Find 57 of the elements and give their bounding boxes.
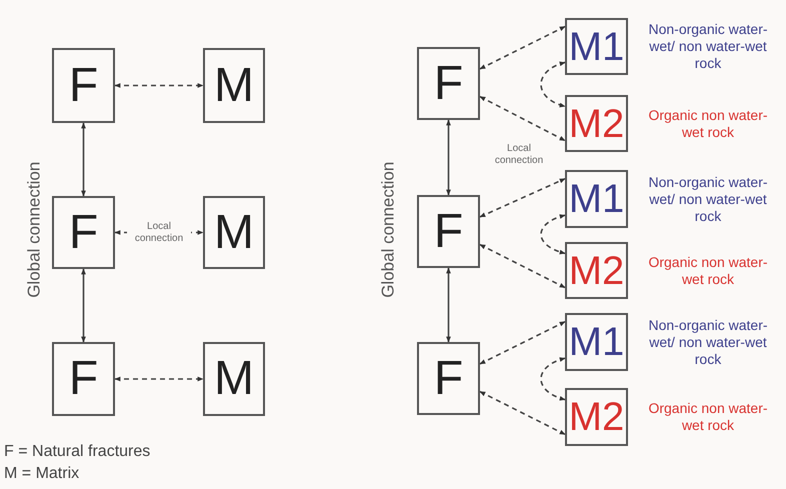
square-box (203, 48, 265, 123)
dashed-arrow (540, 62, 566, 108)
arrow (81, 268, 86, 343)
box-letter: F (68, 62, 98, 110)
arrow (446, 267, 451, 343)
legend-text: M = Matrix (4, 464, 80, 484)
rock-type-caption: Organic non water-wet rock (647, 254, 769, 288)
box-letter: F (434, 208, 464, 256)
box-letter: M1 (568, 26, 624, 66)
square-box (565, 242, 628, 299)
dashed-arrow (540, 357, 566, 400)
dashed-arrow (479, 178, 566, 218)
square-box (203, 196, 265, 269)
box-letter: F (68, 355, 98, 403)
dashed-arrow (479, 96, 566, 142)
box-letter: F (434, 354, 464, 402)
square-box (565, 95, 628, 152)
rock-type-caption: Non-organic water-wet/ non water-wet rock (647, 316, 769, 368)
box-letter: M (214, 355, 254, 403)
square-box (565, 170, 628, 228)
square-box (565, 388, 628, 446)
square-box (52, 342, 115, 416)
box-letter: F (434, 60, 464, 108)
box-letter: M2 (568, 397, 624, 437)
legend-text: F = Natural fractures (4, 442, 152, 462)
square-box (52, 48, 115, 123)
box-letter: M2 (568, 104, 624, 144)
dashed-arrow (479, 244, 566, 288)
dashed-arrow (114, 83, 204, 88)
box-letter: M (214, 62, 254, 110)
arrow (446, 119, 451, 196)
arrow (81, 122, 86, 197)
square-box (417, 47, 480, 120)
square-box (565, 313, 628, 371)
box-letter: M (214, 208, 254, 256)
square-box (203, 342, 265, 416)
dashed-arrow (540, 214, 566, 254)
dashed-arrow (479, 390, 566, 436)
rock-type-caption: Organic non water-wet rock (647, 106, 769, 140)
connection-label: Global connection (23, 160, 44, 300)
rock-type-caption: Organic non water-wet rock (647, 400, 769, 434)
square-box (52, 196, 115, 269)
connection-label: Global connection (377, 160, 398, 300)
box-letter: M1 (568, 322, 624, 362)
box-letter: F (68, 208, 98, 256)
rock-type-caption: Non-organic water-wet/ non water-wet rock (647, 21, 769, 72)
square-box (417, 342, 480, 415)
square-box (417, 195, 480, 268)
dashed-arrow (114, 376, 204, 382)
dashed-arrow (479, 26, 566, 70)
box-letter: M2 (568, 250, 624, 290)
box-letter: M1 (568, 179, 624, 219)
connection-label: Local connection (494, 143, 544, 167)
edge-label: Local connection (127, 220, 191, 244)
dashed-arrow (479, 320, 566, 365)
rock-type-caption: Non-organic water-wet/ non water-wet rock (647, 174, 769, 224)
square-box (565, 18, 628, 75)
